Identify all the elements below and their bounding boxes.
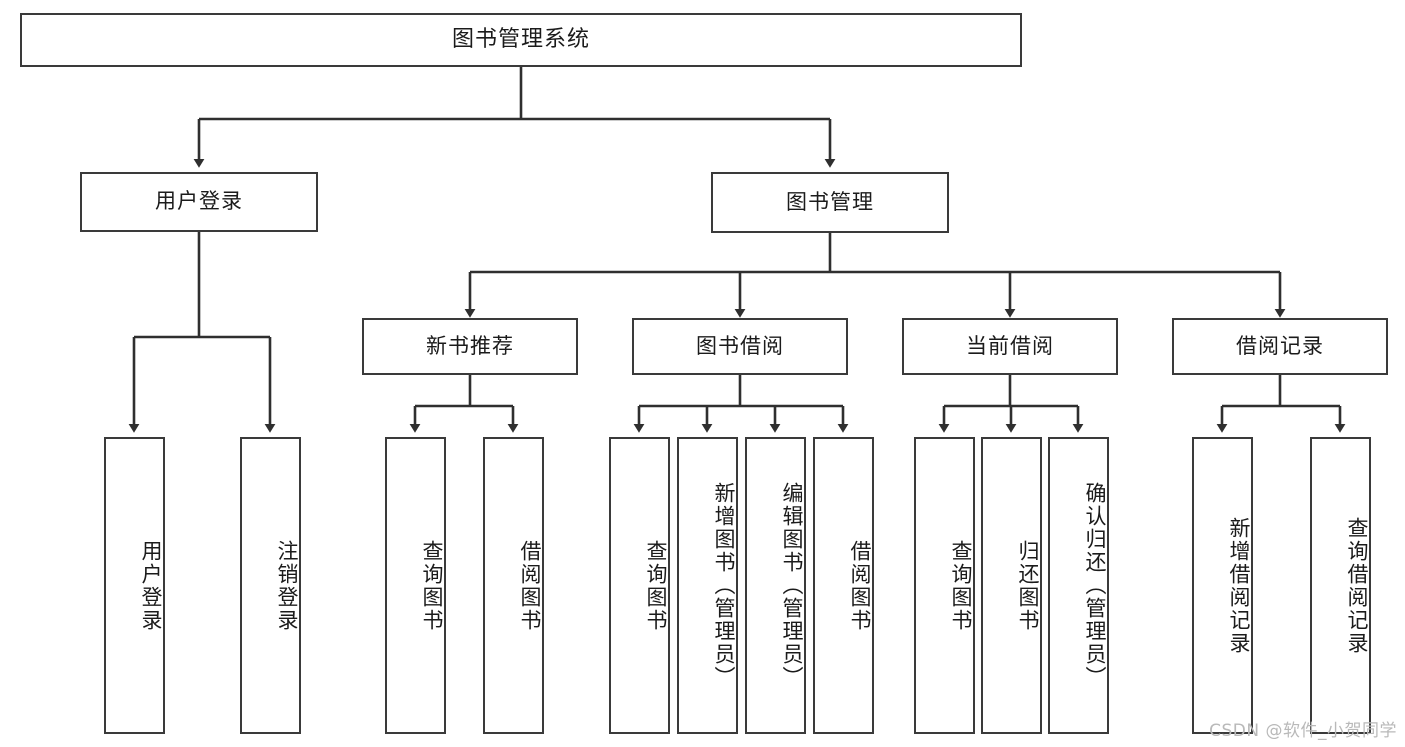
csdn-watermark: CSDN @软件_小贺同学 xyxy=(1209,721,1397,741)
leaf-current-borrow-query-book[interactable]: 查询图书 xyxy=(914,437,975,734)
leaf-book-borrow-add-book-admin[interactable]: 新增图书（管理员） xyxy=(677,437,738,734)
node-label: 图书借阅 xyxy=(696,333,784,358)
leaf-current-borrow-confirm-return-admin[interactable]: 确认归还（管理员） xyxy=(1048,437,1109,734)
node-label: 借阅记录 xyxy=(1236,333,1324,358)
leaf-new-book-borrow-book[interactable]: 借阅图书 xyxy=(483,437,544,734)
node-borrow-record[interactable]: 借阅记录 xyxy=(1172,318,1388,375)
leaf-user-login-login[interactable]: 用户登录 xyxy=(104,437,165,734)
node-label: 确认归还（管理员） xyxy=(1083,482,1107,689)
node-label: 注销登录 xyxy=(275,539,299,632)
leaf-new-book-query-book[interactable]: 查询图书 xyxy=(385,437,446,734)
leaf-book-borrow-edit-book-admin[interactable]: 编辑图书（管理员） xyxy=(745,437,806,734)
node-label: 图书管理 xyxy=(786,189,874,214)
node-new-book-recommend[interactable]: 新书推荐 xyxy=(362,318,578,375)
node-label: 当前借阅 xyxy=(966,333,1054,358)
leaf-current-borrow-return-book[interactable]: 归还图书 xyxy=(981,437,1042,734)
node-label: 新增图书（管理员） xyxy=(712,482,736,689)
node-label: 查询图书 xyxy=(949,539,973,632)
node-label: 新书推荐 xyxy=(426,333,514,358)
node-label: 借阅图书 xyxy=(848,539,872,632)
node-label: 借阅图书 xyxy=(518,539,542,632)
node-label: 新增借阅记录 xyxy=(1227,516,1251,655)
node-label: 用户登录 xyxy=(155,189,243,214)
node-current-borrow[interactable]: 当前借阅 xyxy=(902,318,1118,375)
node-user-login[interactable]: 用户登录 xyxy=(80,172,318,232)
node-label: 用户登录 xyxy=(139,539,163,632)
node-label: 查询图书 xyxy=(644,539,668,632)
node-book-borrow[interactable]: 图书借阅 xyxy=(632,318,848,375)
node-root-book-management-system[interactable]: 图书管理系统 xyxy=(20,13,1022,67)
node-label: 查询图书 xyxy=(420,539,444,632)
leaf-user-login-logout[interactable]: 注销登录 xyxy=(240,437,301,734)
leaf-borrow-record-add-record[interactable]: 新增借阅记录 xyxy=(1192,437,1253,734)
node-label: 编辑图书（管理员） xyxy=(780,482,804,689)
leaf-book-borrow-borrow-book[interactable]: 借阅图书 xyxy=(813,437,874,734)
node-label: 查询借阅记录 xyxy=(1345,516,1369,655)
node-label: 图书管理系统 xyxy=(451,26,590,52)
node-book-management[interactable]: 图书管理 xyxy=(711,172,949,233)
node-label: 归还图书 xyxy=(1016,539,1040,632)
leaf-book-borrow-query-book[interactable]: 查询图书 xyxy=(609,437,670,734)
leaf-borrow-record-query-record[interactable]: 查询借阅记录 xyxy=(1310,437,1371,734)
